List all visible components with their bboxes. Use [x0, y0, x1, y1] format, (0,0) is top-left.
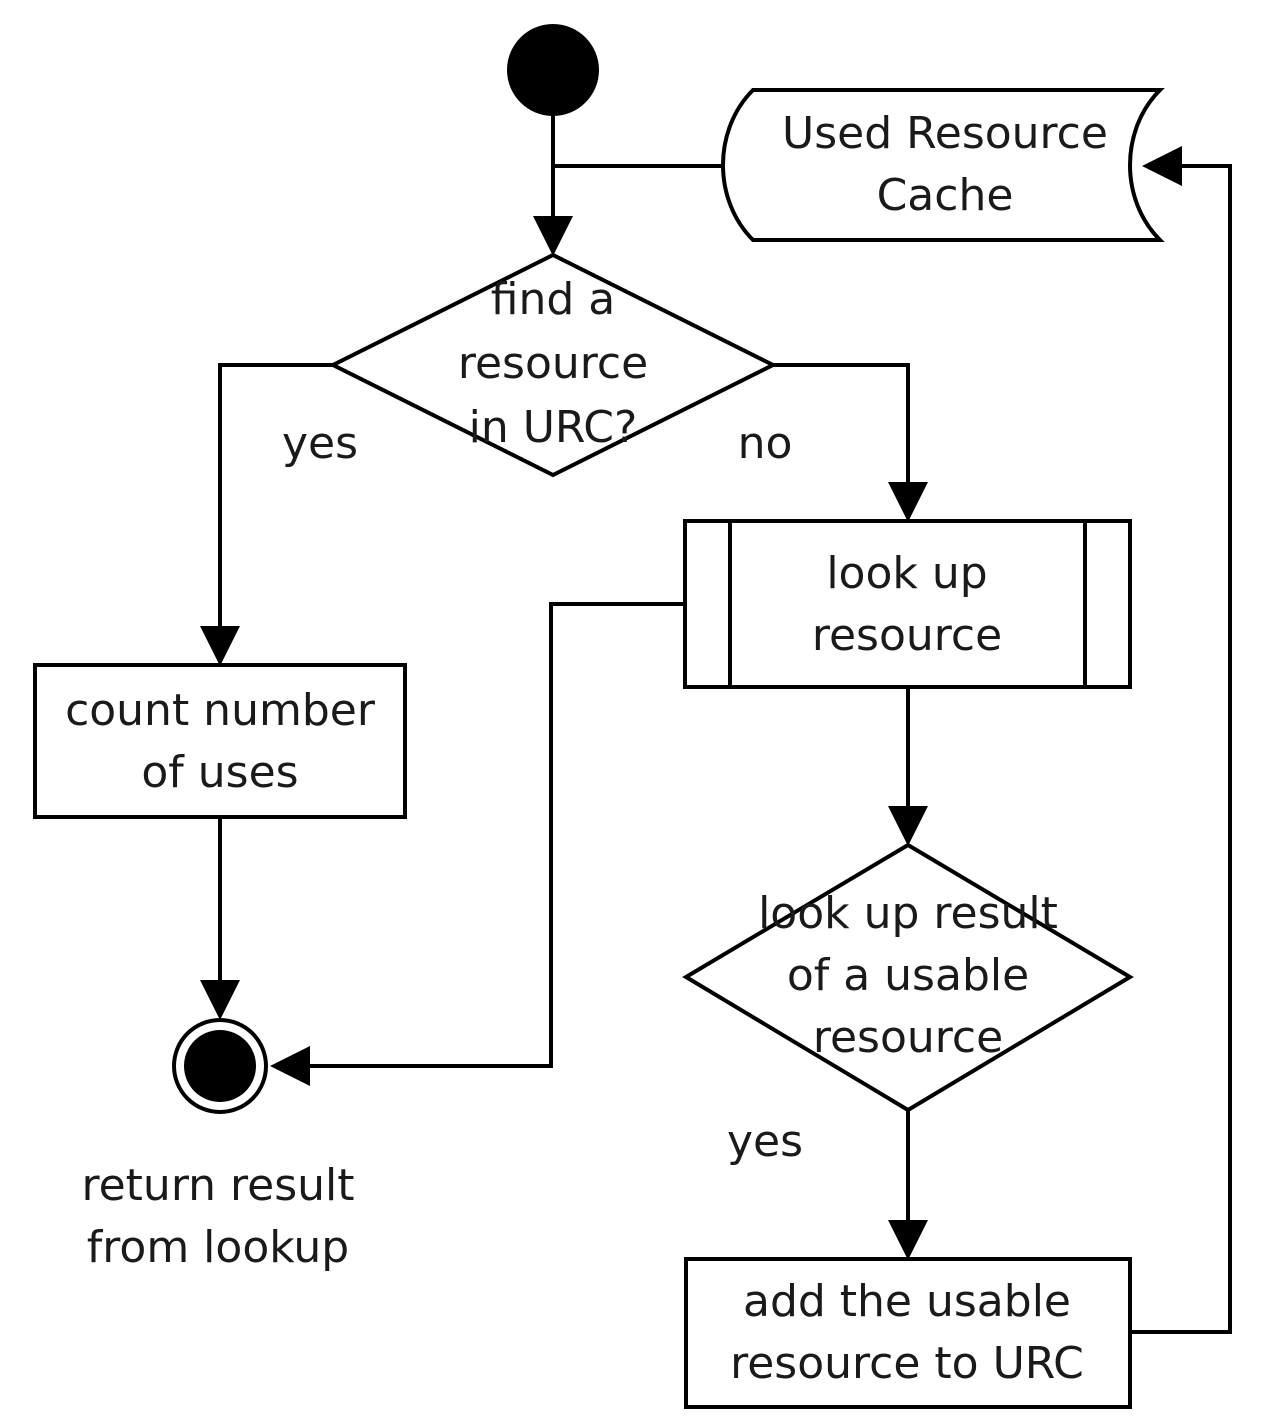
add-label-line1: add the usable — [743, 1276, 1071, 1327]
edge-label-no: no — [738, 418, 793, 469]
edge-decision-no-to-lookup — [773, 363, 928, 522]
decision-find-line1: find a — [491, 274, 615, 325]
decision-usable-resource: look up result of a usable resource — [682, 842, 1134, 1113]
edge-label-yes-left: yes — [282, 418, 358, 469]
decision-usable-line1: look up result — [758, 888, 1058, 939]
count-label-line2: of uses — [141, 747, 298, 798]
edge-add-to-cache — [1130, 146, 1232, 1334]
edge-label-yes-bottom: yes — [727, 1116, 803, 1167]
count-label-line1: count number — [65, 685, 376, 736]
add-to-urc-action: add the usable resource to URC — [684, 1257, 1132, 1409]
lookup-label-line1: look up — [826, 548, 987, 599]
cache-label-line2: Cache — [877, 170, 1014, 221]
decision-find-line3: in URC? — [469, 402, 638, 453]
edge-lookup-to-final — [270, 602, 685, 1086]
used-resource-cache: Used Resource Cache — [721, 88, 1165, 242]
count-uses-action: count number of uses — [33, 663, 407, 819]
decision-find-line2: resource — [458, 338, 648, 389]
final-node — [172, 1018, 268, 1114]
lookup-label-line2: resource — [812, 610, 1002, 661]
initial-node — [507, 24, 599, 116]
final-label-line1: return result — [81, 1160, 354, 1211]
edge-decision-yes-to-count — [200, 363, 333, 666]
decision-find-resource: find a resource in URC? — [328, 252, 778, 478]
add-label-line2: resource to URC — [730, 1338, 1084, 1389]
cache-label-line1: Used Resource — [782, 108, 1108, 159]
lookup-resource-process: look up resource — [683, 519, 1132, 689]
decision-usable-line2: of a usable — [787, 950, 1029, 1001]
edges — [200, 116, 1232, 1334]
decision-usable-line3: resource — [813, 1012, 1003, 1063]
final-label-line2: from lookup — [87, 1222, 349, 1273]
